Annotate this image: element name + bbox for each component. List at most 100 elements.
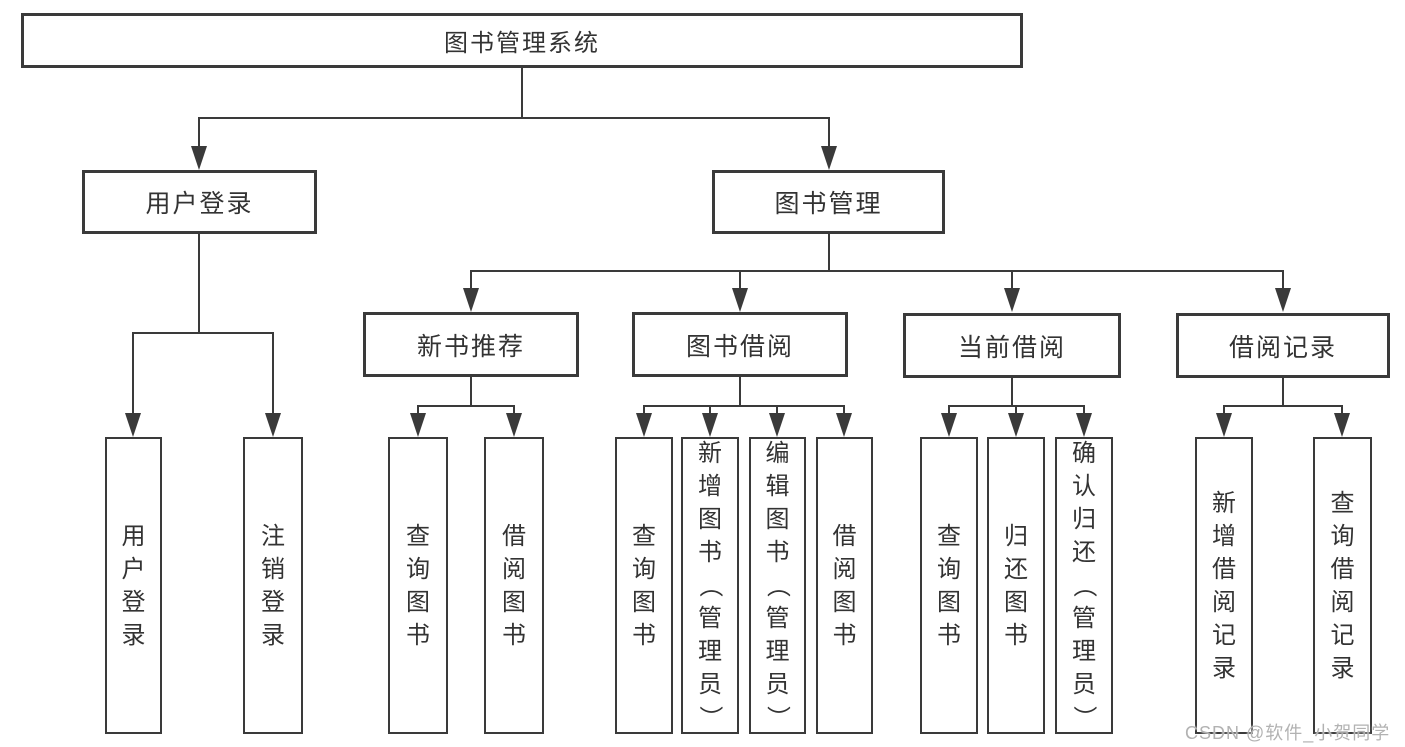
arrow-down-icon	[821, 146, 837, 170]
leaf-label-char: 书	[698, 539, 722, 566]
leaf-label-char: 认	[1072, 473, 1096, 500]
leaf-label-char: 管	[765, 605, 790, 632]
leaf-query-books-3: 查询图书	[920, 437, 978, 734]
leaf-label-char: 借	[1330, 555, 1355, 583]
leaf-label-char: 确	[1072, 440, 1096, 467]
leaf-label-char: 书	[937, 621, 961, 649]
leaf-label-char: 录	[121, 621, 146, 649]
arrow-down-icon	[941, 413, 957, 437]
arrow-down-icon	[506, 413, 522, 437]
leaf-query-books-2: 查询图书	[615, 437, 673, 734]
connector-line	[828, 118, 830, 150]
leaf-label-char: 录	[1330, 654, 1355, 682]
leaf-label: 查询借阅记录	[1315, 439, 1370, 732]
leaf-label-char: 录	[261, 621, 285, 649]
connector-line	[513, 406, 515, 417]
leaf-label-char: 阅	[502, 555, 526, 583]
leaf-label-char: 理	[765, 638, 790, 665]
leaf-label-char: 书	[632, 621, 656, 649]
leaf-label-char: 增	[698, 473, 722, 500]
connector-line	[521, 68, 523, 118]
leaf-borrow-books-1: 借阅图书	[484, 437, 544, 734]
connector-line	[776, 406, 778, 417]
leaf-label-char: ）	[764, 705, 791, 730]
leaf-label-char: 归	[1072, 506, 1096, 533]
leaf-label-char: 阅	[1212, 588, 1236, 616]
connector-line	[828, 234, 830, 271]
leaf-label: 借阅图书	[486, 439, 542, 732]
leaf-label: 借阅图书	[818, 439, 871, 732]
leaf-label-char: 登	[261, 588, 285, 616]
leaf-add-borrow-record: 新增借阅记录	[1195, 437, 1253, 734]
node-label: 图书管理系统	[444, 30, 600, 57]
connector-line	[643, 405, 845, 407]
leaf-label-char: 阅	[1330, 588, 1355, 616]
arrow-down-icon	[702, 413, 718, 437]
arrow-down-icon	[463, 288, 479, 312]
leaf-label-char: 辑	[765, 473, 790, 500]
leaf-label-char: 员	[765, 671, 790, 698]
connector-line	[1282, 271, 1284, 292]
leaf-label-char: 归	[1004, 522, 1028, 550]
connector-line	[272, 333, 274, 417]
arrow-down-icon	[769, 413, 785, 437]
node-current-borrowing: 当前借阅	[903, 313, 1121, 378]
leaf-label-char: 还	[1072, 539, 1096, 566]
leaf-label-char: 询	[406, 555, 430, 583]
leaf-label-char: 查	[632, 522, 656, 550]
leaf-label-char: 新	[1212, 489, 1236, 517]
leaf-label: 查询图书	[922, 439, 976, 732]
leaf-label-char: 书	[832, 621, 857, 649]
leaf-query-books-1: 查询图书	[388, 437, 448, 734]
leaf-label-char: 图	[1004, 588, 1028, 616]
connector-line	[417, 405, 515, 407]
csdn-watermark: CSDN @软件_小贺同学	[1185, 723, 1391, 743]
leaf-label-char: 注	[261, 522, 285, 550]
connector-line	[1011, 271, 1013, 292]
leaf-label-char: 户	[121, 555, 146, 583]
node-book-management: 图书管理	[712, 170, 945, 234]
leaf-label-char: ）	[1070, 705, 1098, 730]
arrow-down-icon	[1076, 413, 1092, 437]
connector-line	[1341, 406, 1343, 417]
leaf-label-char: 书	[406, 621, 430, 649]
leaf-label-char: 查	[937, 522, 961, 550]
arrow-down-icon	[191, 146, 207, 170]
node-new-book-recommendation: 新书推荐	[363, 312, 579, 377]
leaf-borrow-books-2: 借阅图书	[816, 437, 873, 734]
leaf-label-char: 销	[261, 555, 285, 583]
leaf-label-char: 书	[765, 539, 790, 566]
leaf-label-char: 询	[937, 555, 961, 583]
leaf-label-char: 编	[765, 440, 790, 467]
leaf-add-books-admin: 新增图书（管理员）	[681, 437, 739, 734]
connector-line	[739, 271, 741, 292]
node-label: 图书借阅	[685, 332, 794, 361]
connector-line	[1223, 405, 1343, 407]
connector-line	[417, 406, 419, 417]
connector-line	[1223, 406, 1225, 417]
arrow-down-icon	[1334, 413, 1350, 437]
connector-line	[1282, 378, 1284, 406]
leaf-label-char: 记	[1330, 621, 1355, 649]
leaf-label-char: 图	[698, 506, 722, 533]
leaf-label: 用户登录	[107, 439, 160, 732]
leaf-label-char: 询	[1330, 522, 1355, 550]
arrow-down-icon	[1004, 288, 1020, 312]
node-library-management-system: 图书管理系统	[21, 13, 1023, 68]
leaf-label-char: 阅	[832, 555, 857, 583]
node-label: 图书管理	[774, 190, 883, 218]
leaf-label-char: 用	[121, 522, 146, 550]
arrow-down-icon	[265, 413, 281, 437]
leaf-label: 查询图书	[390, 439, 446, 732]
leaf-label-char: 图	[632, 588, 656, 616]
leaf-label-char: （	[696, 573, 724, 598]
leaf-label-char: 管	[698, 605, 722, 632]
connector-line	[739, 377, 741, 406]
leaf-label-char: 借	[832, 522, 857, 550]
leaf-label-char: （	[764, 573, 791, 598]
node-label: 当前借阅	[957, 333, 1066, 362]
connector-line	[132, 332, 274, 334]
leaf-label-char: 查	[406, 522, 430, 550]
leaf-label-char: ）	[696, 705, 724, 730]
leaf-label-char: 借	[1212, 555, 1236, 583]
